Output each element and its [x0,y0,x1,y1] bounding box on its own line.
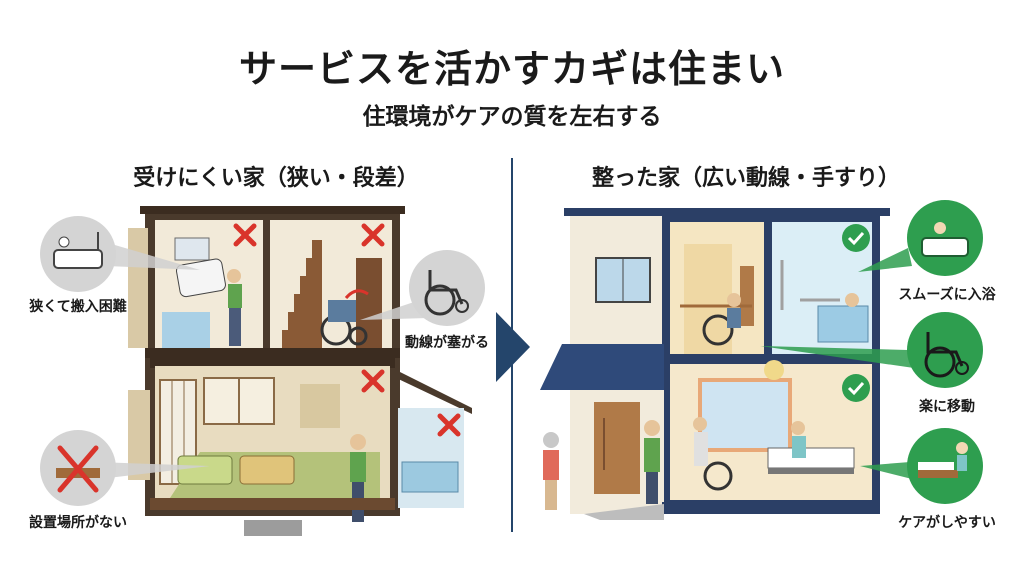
right-house [540,208,890,520]
callout-label-left-1: 狭くて搬入困難 [29,299,127,315]
callout-label-left-2: 動線が塞がる [405,335,489,351]
page-subtitle: 住環境がケアの質を左右する [362,104,662,130]
arrow-right-icon [496,312,530,382]
callout-wheelchair-left [409,250,485,326]
callout-label-right-1: スムーズに入浴 [898,287,996,303]
cross-icon-washroom [233,223,257,247]
callout-label-right-3: ケアがしやすい [898,515,996,531]
page-title: サービスを活かすカギは住まい [238,47,785,91]
cross-icon-stairs [361,223,385,247]
callout-care-bed-right [907,428,983,504]
cross-icon-tatami [361,369,385,393]
callout-label-right-2: 楽に移動 [919,399,975,415]
callout-label-left-3: 設置場所がない [29,515,127,531]
callout-wheelchair-right [907,312,983,388]
check-icon-bathroom [842,224,870,252]
check-marks [842,224,870,402]
right-heading: 整った家（広い動線・手すり） [591,166,900,191]
callout-bathtub-right [907,200,983,276]
callout-bed-left [40,430,116,506]
cross-marks [233,223,461,437]
left-heading: 受けにくい家（狭い・段差） [133,166,419,191]
left-house [128,206,472,536]
cross-icon-bathroom [437,413,461,437]
callout-bathtub-left [40,216,116,292]
check-icon-living [842,374,870,402]
